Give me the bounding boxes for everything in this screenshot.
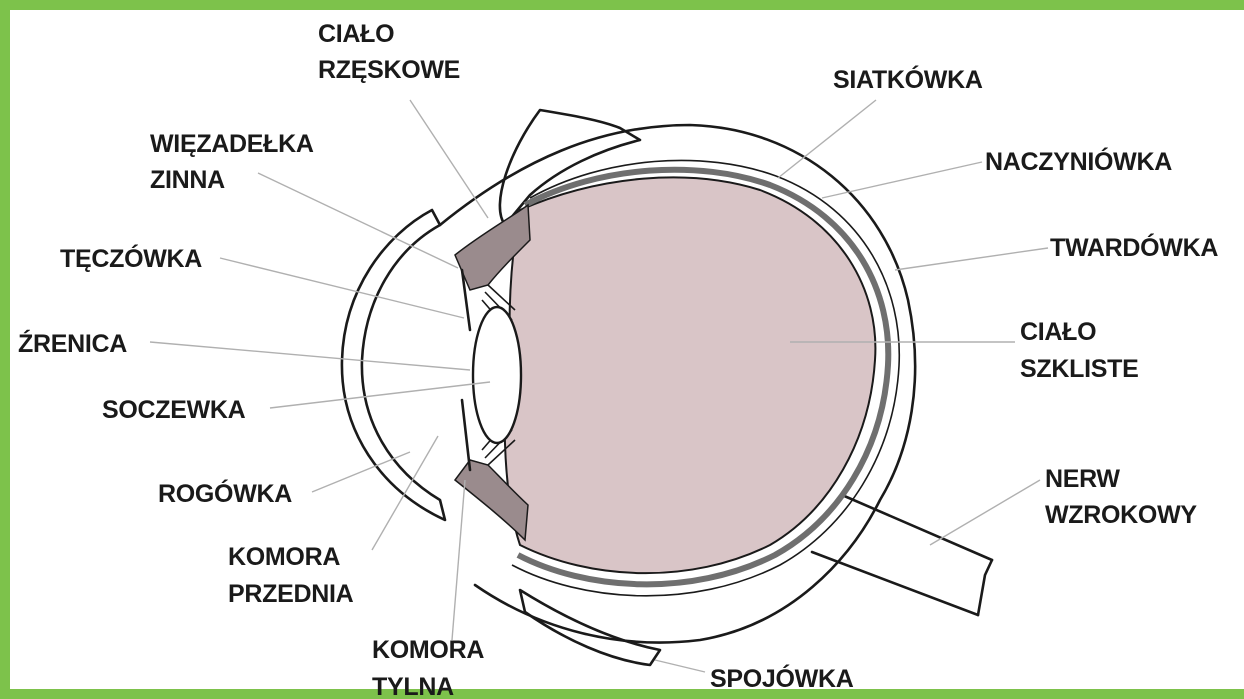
label-cialo-rzeskowe: CIAŁO RZĘSKOWE [318,20,460,84]
label-soczewka: SOCZEWKA [102,396,246,424]
label-komora-przednia: KOMORA PRZEDNIA [228,543,354,608]
vitreous-body [505,177,876,573]
label-spojowka: SPOJÓWKA [710,663,854,693]
label-teczowka: TĘCZÓWKA [60,243,202,273]
label-rogowka: ROGÓWKA [158,478,292,508]
label-naczyniowka: NACZYNIÓWKA [985,146,1172,176]
optic-nerve-shape [812,495,992,615]
lower-fold [520,590,660,665]
label-cialo-szkliste: CIAŁO SZKLISTE [1020,318,1138,383]
label-komora-tylna: KOMORA TYLNA [372,636,490,699]
label-siatkowka: SIATKÓWKA [833,64,983,94]
lens-shape [473,307,521,443]
label-nerw-wzrokowy: NERW WZROKOWY [1045,465,1197,529]
label-wiezadelka-zinna: WIĘZADEŁKA ZINNA [150,130,319,194]
label-twardowka: TWARDÓWKA [1050,232,1218,262]
label-zrenica: ŹRENICA [18,329,127,358]
